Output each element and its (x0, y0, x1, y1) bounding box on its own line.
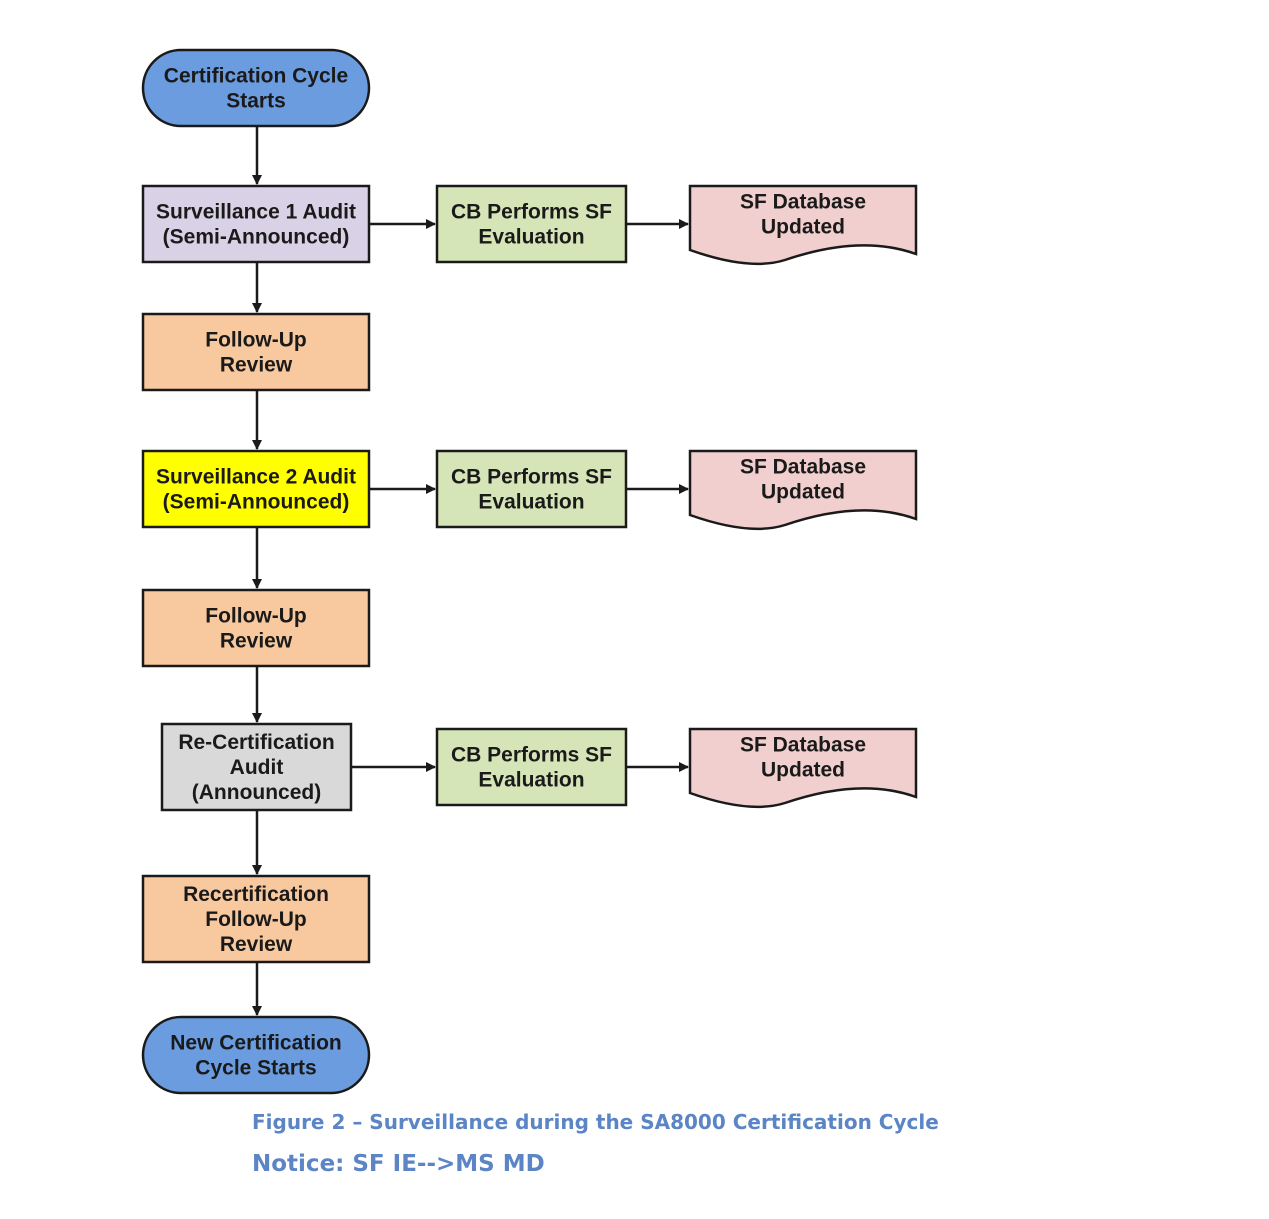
node-label: Evaluation (478, 491, 584, 514)
node-shape (141, 312, 371, 392)
notice-text: Notice: SF IE-->MS MD (252, 1151, 545, 1177)
node-shape (141, 184, 371, 264)
node-label: Review (220, 630, 293, 653)
connectors (252, 126, 689, 1016)
node-shape (141, 48, 371, 128)
node-label: CB Performs SF (451, 744, 612, 767)
node-shape (141, 588, 371, 668)
node-label: CB Performs SF (451, 466, 612, 489)
node-label: SF Database (740, 191, 866, 214)
node-label: Surveillance 2 Audit (156, 466, 356, 489)
node-label: New Certification (170, 1032, 342, 1055)
node-label: Updated (761, 759, 845, 782)
node-label: Evaluation (478, 769, 584, 792)
node-shape (435, 449, 628, 529)
node-label: Certification Cycle (164, 65, 348, 88)
node-label: Review (220, 933, 293, 956)
node-label: Follow-Up (205, 605, 306, 628)
node-shape (160, 722, 353, 812)
node-label: Updated (761, 481, 845, 504)
figure-caption: Figure 2 – Surveillance during the SA800… (252, 1110, 939, 1134)
node-label: Evaluation (478, 226, 584, 249)
node-label: Cycle Starts (195, 1057, 316, 1080)
node-label: Recertification (183, 883, 329, 906)
node-shape (435, 184, 628, 264)
node-label: (Announced) (192, 781, 321, 804)
node-surveillance2: Surveillance 2 Audit(Semi-Announced) (141, 449, 371, 529)
node-shape (141, 1015, 371, 1095)
node-label: (Semi-Announced) (163, 226, 350, 249)
node-shape (688, 184, 918, 266)
node-shape (435, 727, 628, 807)
node-label: Starts (226, 90, 286, 113)
node-surveillance1: Surveillance 1 Audit(Semi-Announced) (141, 184, 371, 264)
node-label: (Semi-Announced) (163, 491, 350, 514)
node-label: SF Database (740, 734, 866, 757)
node-label: CB Performs SF (451, 201, 612, 224)
node-label: Review (220, 354, 293, 377)
node-label: SF Database (740, 456, 866, 479)
node-label: Surveillance 1 Audit (156, 201, 356, 224)
node-label: Re-Certification (178, 731, 334, 754)
node-label: Audit (230, 756, 284, 779)
node-label: Follow-Up (205, 908, 306, 931)
node-shape (688, 449, 918, 531)
node-label: Follow-Up (205, 329, 306, 352)
node-label: Updated (761, 216, 845, 239)
node-shape (688, 727, 918, 809)
node-shape (141, 449, 371, 529)
node-shape (141, 874, 371, 964)
